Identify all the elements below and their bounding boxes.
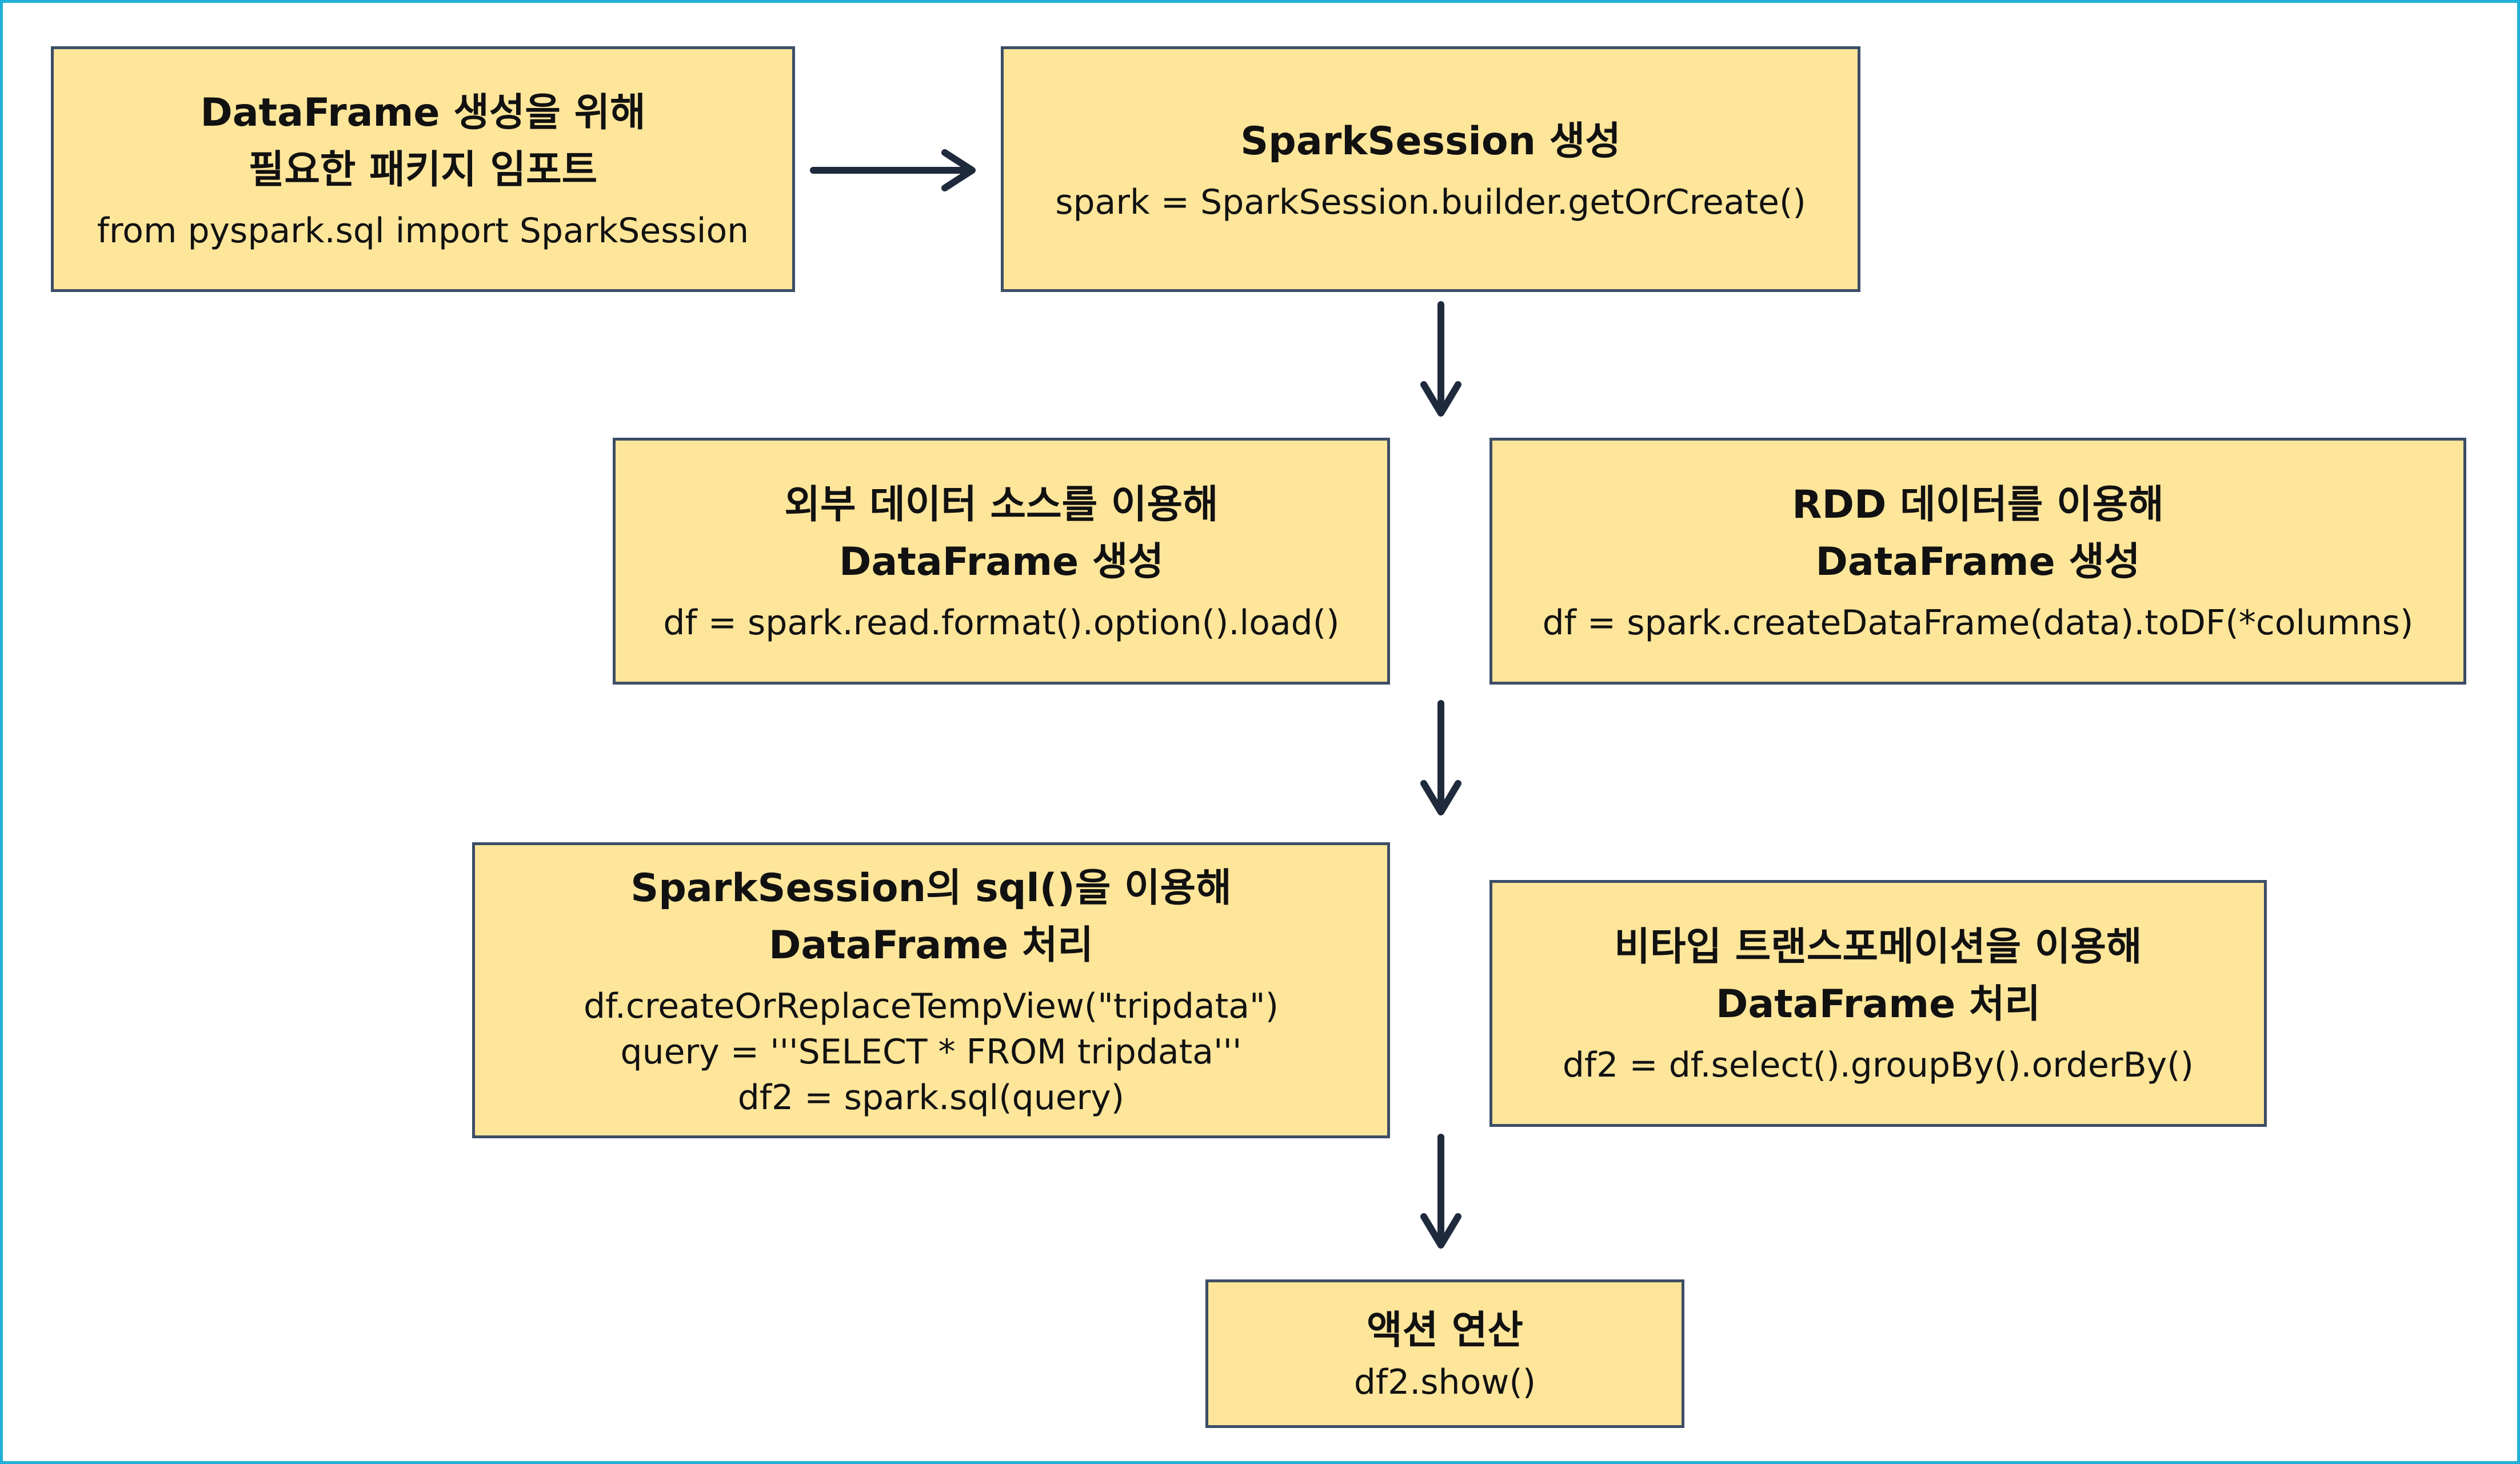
sql-code: df.createOrReplaceTempView("tripdata") q… (584, 986, 1279, 1118)
action-code: df2.show() (1353, 1362, 1536, 1402)
session-code: spark = SparkSession.builder.getOrCreate… (1055, 182, 1806, 222)
session-box: SparkSession 생성 spark = SparkSession.bui… (1001, 46, 1860, 292)
untyped-transformation-code: df2 = df.select().groupBy().orderBy() (1562, 1045, 2194, 1085)
external-source-title: 외부 데이터 소스를 이용해 DataFrame 생성 (784, 482, 1219, 585)
arrow-create-to-process (1420, 700, 1461, 815)
import-title: DataFrame 생성을 위해 필요한 패키지 임포트 (200, 90, 646, 193)
arrow-import-to-session (810, 149, 976, 191)
action-box: 액션 연산 df2.show() (1205, 1279, 1684, 1428)
arrow-session-to-create (1420, 301, 1461, 417)
untyped-transformation-title: 비타입 트랜스포메이션을 이용해 DataFrame 처리 (1614, 925, 2142, 1027)
arrow-process-to-action (1420, 1134, 1461, 1249)
external-source-box: 외부 데이터 소스를 이용해 DataFrame 생성 df = spark.r… (613, 438, 1390, 685)
sql-box: SparkSession의 sql()을 이용해 DataFrame 처리 df… (472, 842, 1390, 1138)
rdd-title: RDD 데이터를 이용해 DataFrame 생성 (1792, 482, 2164, 585)
external-source-code: df = spark.read.format().option().load() (663, 603, 1340, 643)
rdd-code: df = spark.createDataFrame(data).toDF(*c… (1542, 603, 2414, 643)
sql-title: SparkSession의 sql()을 이용해 DataFrame 처리 (630, 866, 1232, 968)
session-title: SparkSession 생성 (1240, 119, 1621, 164)
import-box: DataFrame 생성을 위해 필요한 패키지 임포트 from pyspar… (51, 46, 795, 292)
rdd-box: RDD 데이터를 이용해 DataFrame 생성 df = spark.cre… (1489, 438, 2466, 685)
import-code: from pyspark.sql import SparkSession (97, 211, 749, 251)
action-title: 액션 연산 (1367, 1308, 1523, 1353)
untyped-transformation-box: 비타입 트랜스포메이션을 이용해 DataFrame 처리 df2 = df.s… (1489, 880, 2267, 1127)
